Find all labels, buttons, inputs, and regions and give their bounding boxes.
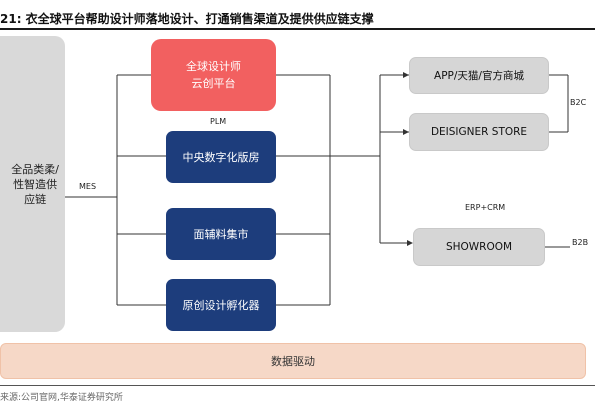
- data-driven-bar: 数据驱动: [0, 343, 586, 379]
- mes-label: MES: [79, 182, 97, 191]
- design-incubator-box: 原创设计孵化器: [166, 279, 276, 331]
- erp-crm-label: ERP+CRM: [465, 203, 506, 212]
- app-tmall-store-box: APP/天猫/官方商城: [409, 57, 549, 94]
- designer-store-box: DEISIGNER STORE: [409, 113, 549, 151]
- designer-cloud-platform-box: 全球设计师 云创平台: [151, 39, 276, 111]
- b2c-label: B2C: [570, 98, 587, 107]
- digital-pattern-room-box: 中央数字化版房: [166, 131, 276, 183]
- fabric-market-box: 面辅料集市: [166, 208, 276, 260]
- supply-chain-label: 全品类柔/ 性智造供 应链: [11, 162, 59, 206]
- title-rule: [0, 28, 595, 30]
- source-note: 来源:公司官网,华泰证券研究所: [0, 393, 123, 403]
- figure-title: 21: 衣全球平台帮助设计师落地设计、打通销售渠道及提供供应链支撑: [0, 12, 374, 26]
- supply-chain-box: 全品类柔/ 性智造供 应链: [0, 36, 65, 332]
- b2b-label: B2B: [572, 238, 589, 247]
- plm-label: PLM: [210, 117, 227, 126]
- showroom-box: SHOWROOM: [413, 228, 545, 266]
- bottom-rule: [0, 385, 595, 386]
